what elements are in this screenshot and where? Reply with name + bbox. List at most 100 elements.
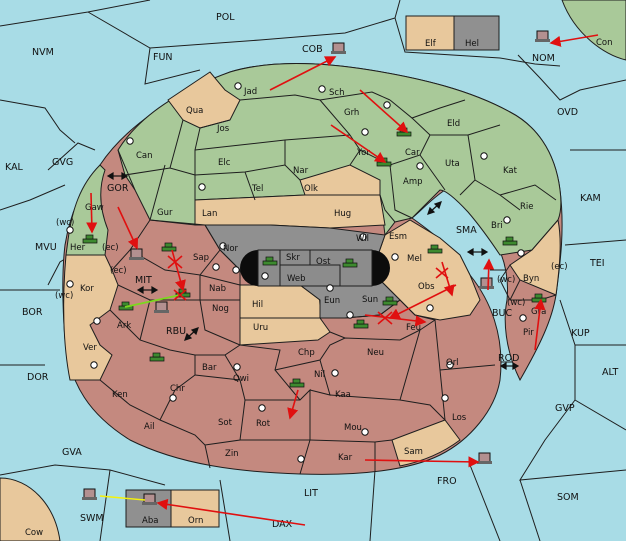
label-qua[interactable]: Qua [186, 106, 203, 116]
province-elf[interactable] [405, 15, 455, 51]
label-orn[interactable]: Orn [188, 516, 203, 526]
sea-pol[interactable]: POL [216, 12, 235, 23]
fleet-nom[interactable] [535, 30, 550, 42]
sea-nvm[interactable]: NVM [32, 47, 54, 58]
army-skr[interactable] [262, 256, 278, 266]
label-aba[interactable]: Aba [142, 516, 158, 526]
label-qwi[interactable]: Qwi [233, 374, 249, 384]
army-mel[interactable] [427, 244, 443, 254]
label-rie[interactable]: Rie [520, 202, 534, 212]
label-her[interactable]: Her [70, 243, 86, 253]
province-lan[interactable] [194, 194, 386, 229]
label-obs[interactable]: Obs [418, 282, 435, 292]
label-nar[interactable]: Nar [293, 166, 309, 176]
army-chr[interactable] [149, 352, 165, 362]
label-hil[interactable]: Hil [252, 300, 263, 310]
label-elf[interactable]: Elf [425, 39, 437, 49]
army-feu[interactable] [353, 319, 369, 329]
label-amp[interactable]: Amp [403, 177, 423, 187]
label-grh[interactable]: Grh [344, 108, 359, 118]
label-nor[interactable]: Nor [223, 244, 239, 254]
label-mel[interactable]: Mel [407, 254, 422, 264]
label-wil[interactable]: Wil [356, 234, 369, 244]
sea-fun[interactable]: FUN [153, 52, 173, 63]
sea-lit[interactable]: LIT [304, 488, 318, 499]
label-kat[interactable]: Kat [503, 166, 518, 176]
label-can[interactable]: Can [136, 151, 153, 161]
label-ken[interactable]: Ken [112, 390, 128, 400]
label-lan[interactable]: Lan [202, 209, 217, 219]
sea-kup[interactable]: KUP [571, 328, 590, 339]
label-feu[interactable]: Feu [406, 323, 421, 333]
label-ver[interactable]: Ver [83, 343, 97, 353]
label-ark[interactable]: Ark [117, 321, 131, 331]
province-hel[interactable] [453, 15, 500, 51]
label-zin[interactable]: Zin [225, 449, 239, 459]
label-sot[interactable]: Sot [218, 418, 233, 428]
province-qua[interactable] [167, 71, 241, 129]
label-kar[interactable]: Kar [338, 453, 353, 463]
label-ost[interactable]: Ost [316, 257, 331, 267]
label-esm[interactable]: Esm [389, 232, 407, 242]
label-yor[interactable]: Yor [356, 148, 370, 158]
label-car[interactable]: Car [405, 148, 420, 158]
label-sch[interactable]: Sch [329, 88, 344, 98]
fleet-fro[interactable] [477, 452, 492, 464]
label-bri[interactable]: Bri [491, 221, 503, 231]
label-gra[interactable]: Gra [531, 307, 546, 317]
sea-sma[interactable]: SMA [456, 225, 477, 236]
label-kor[interactable]: Kor [80, 284, 94, 294]
sea-swm[interactable]: SWM [80, 513, 104, 524]
label-uru[interactable]: Uru [253, 323, 268, 333]
label-olk[interactable]: Olk [304, 184, 318, 194]
label-jad[interactable]: Jad [243, 87, 257, 97]
label-jos[interactable]: Jos [216, 124, 230, 134]
sea-mit[interactable]: MIT [135, 275, 152, 286]
label-kaa[interactable]: Kaa [335, 390, 351, 400]
label-nil[interactable]: Nil [314, 370, 325, 380]
label-elc[interactable]: Elc [218, 158, 231, 168]
label-eld[interactable]: Eld [447, 119, 460, 129]
label-sun[interactable]: Sun [362, 295, 378, 305]
sea-fro[interactable]: FRO [437, 476, 457, 487]
label-bar[interactable]: Bar [202, 363, 217, 373]
label-orl[interactable]: Orl [446, 358, 459, 368]
sea-dor[interactable]: DOR [27, 372, 49, 383]
sea-bor[interactable]: BOR [22, 307, 43, 318]
sea-gvp[interactable]: GVP [555, 403, 575, 414]
army-bri[interactable] [502, 236, 518, 246]
label-gur[interactable]: Gur [157, 208, 173, 218]
army-sun[interactable] [382, 296, 398, 306]
label-uta[interactable]: Uta [445, 159, 460, 169]
fleet-buc[interactable] [479, 277, 494, 289]
label-pir[interactable]: Pir [523, 328, 534, 338]
label-mou[interactable]: Mou [344, 423, 362, 433]
sea-dax[interactable]: DAX [272, 519, 293, 530]
label-byn[interactable]: Byn [523, 274, 539, 284]
fleet-aba[interactable] [142, 493, 157, 505]
sea-kal[interactable]: KAL [5, 162, 24, 173]
province-kor[interactable] [63, 254, 119, 381]
sea-som[interactable]: SOM [557, 492, 579, 503]
fleet-rbu[interactable] [154, 301, 169, 313]
label-chr[interactable]: Chr [170, 384, 185, 394]
label-hel[interactable]: Hel [465, 39, 479, 49]
army-nil[interactable] [289, 378, 305, 388]
sea-gvg[interactable]: GVG [52, 157, 73, 168]
label-web[interactable]: Web [287, 274, 306, 284]
label-cow[interactable]: Cow [25, 528, 43, 538]
label-nab[interactable]: Nab [209, 284, 226, 294]
sea-tei[interactable]: TEI [589, 258, 605, 269]
label-skr[interactable]: Skr [286, 253, 300, 263]
label-hug[interactable]: Hug [334, 209, 351, 219]
army-ark[interactable] [118, 301, 134, 311]
label-con[interactable]: Con [596, 38, 613, 48]
army-her[interactable] [82, 234, 98, 244]
label-nog[interactable]: Nog [212, 304, 229, 314]
label-chp[interactable]: Chp [298, 348, 315, 358]
label-sap[interactable]: Sap [193, 253, 209, 263]
label-gaw[interactable]: Gaw [85, 203, 104, 213]
sea-rod[interactable]: ROD [498, 353, 519, 364]
sea-nom[interactable]: NOM [532, 53, 555, 64]
sea-gva[interactable]: GVA [62, 447, 82, 458]
